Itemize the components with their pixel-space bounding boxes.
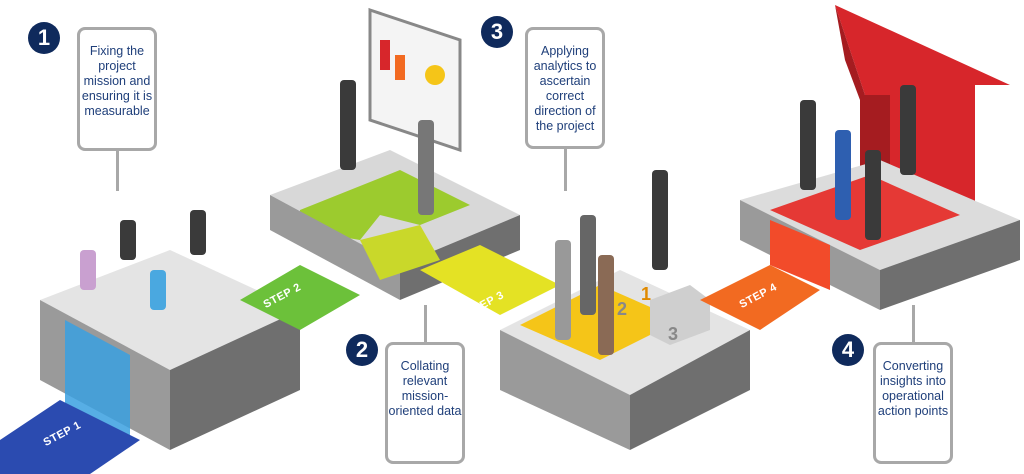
step-1-callout: Fixing the project mission and ensuring …: [77, 27, 157, 151]
step-4-callout: Converting insights into operational act…: [873, 342, 953, 464]
step-3-callout: Applying analytics to ascertain correct …: [525, 27, 605, 149]
step-4-badge: 4: [832, 334, 864, 366]
step-2-connector: [424, 305, 427, 342]
whiteboard-icon: [368, 7, 462, 153]
step-1-badge: 1: [28, 22, 60, 54]
step-2-callout: Collating relevant mission-oriented data: [385, 342, 465, 464]
step-1-band: [0, 400, 140, 474]
step-1-connector: [116, 151, 119, 191]
step-3-band: [420, 245, 560, 315]
step-1-description: Fixing the project mission and ensuring …: [81, 44, 153, 118]
step-3-connector: [564, 149, 567, 191]
step-3-description: Applying analytics to ascertain correct …: [533, 44, 597, 133]
step-4-description: Converting insights into operational act…: [877, 359, 949, 418]
platform-step-1: [0, 250, 300, 474]
podium-third: 3: [668, 324, 678, 344]
podium-first: 1: [641, 284, 651, 304]
step-2-badge: 2: [346, 334, 378, 366]
step-2-band: [240, 265, 360, 330]
podium: [650, 285, 710, 345]
step-4-connector: [912, 305, 915, 342]
podium-second: 2: [617, 299, 627, 319]
growth-arrow: [835, 5, 1010, 240]
people-figures: [80, 80, 916, 355]
step-4-band: [700, 265, 820, 330]
step-2-description: Collating relevant mission-oriented data: [388, 359, 462, 418]
step-3-badge: 3: [481, 16, 513, 48]
